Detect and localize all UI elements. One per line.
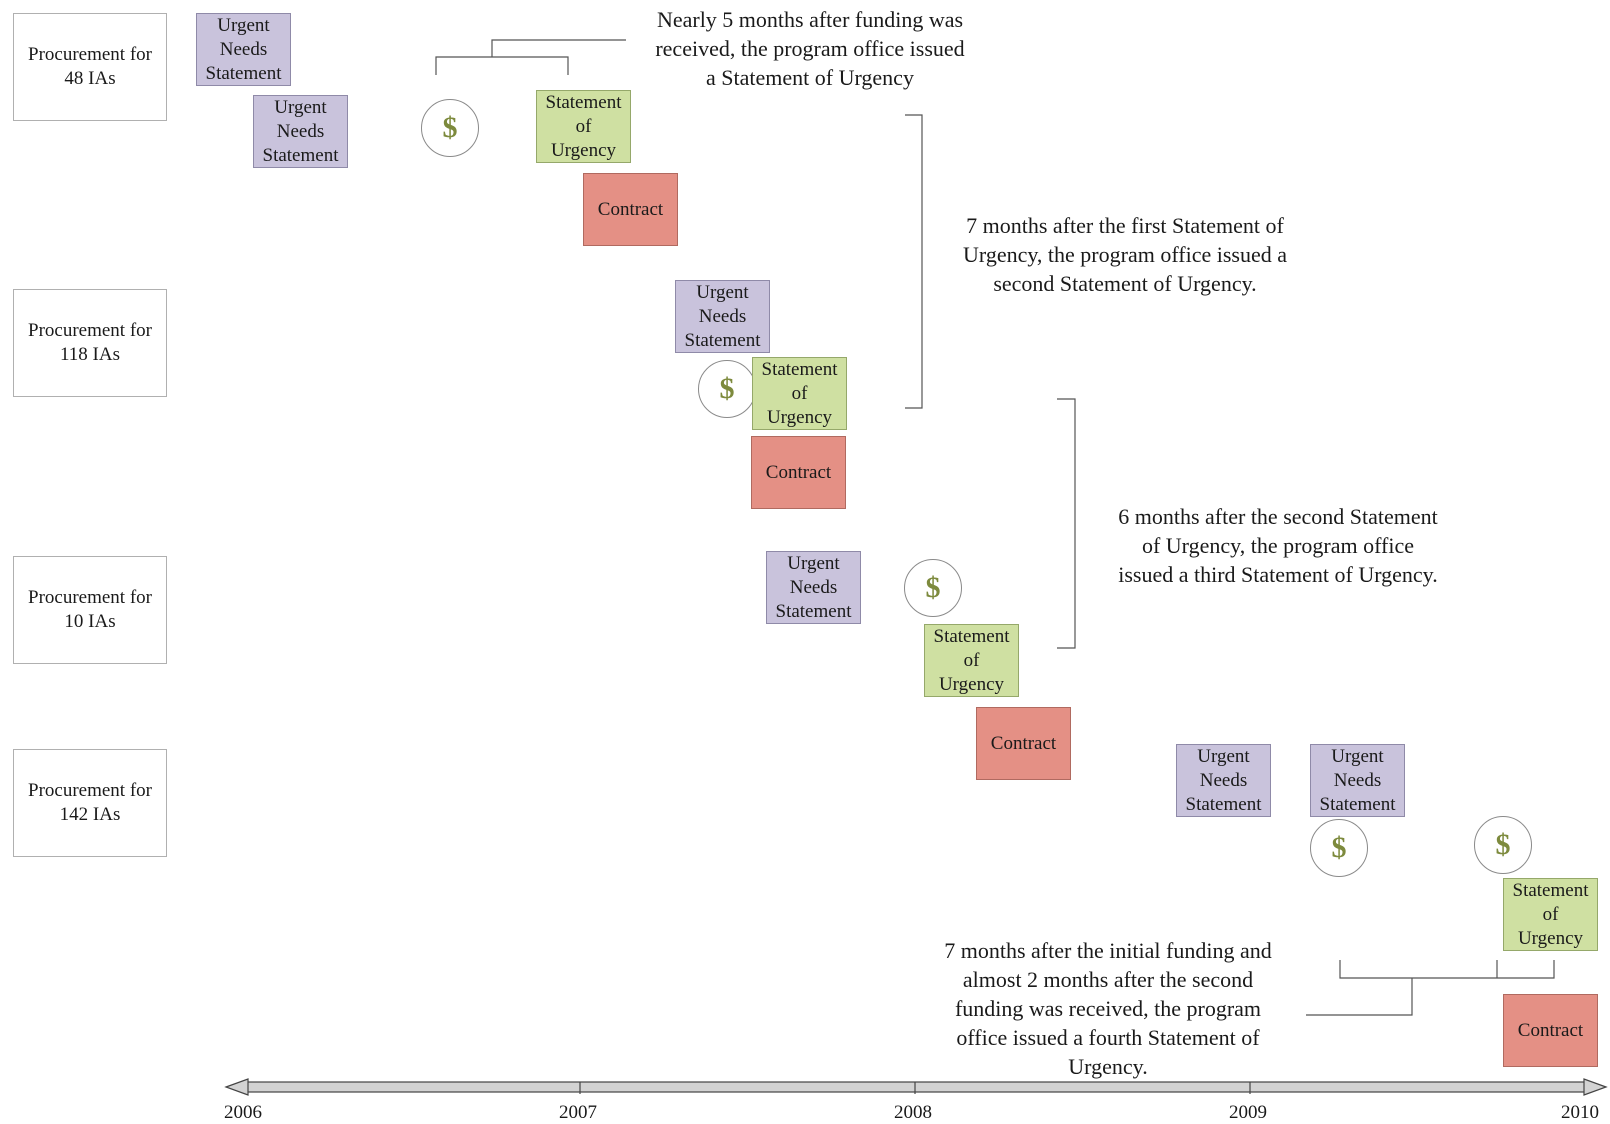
urgent-needs-statement-box: Urgent Needs Statement (253, 95, 348, 168)
funding-dollar-icon: $ (698, 360, 756, 418)
statement-of-urgency-box: Statement of Urgency (924, 624, 1019, 697)
row-label-142-ias: Procurement for 142 IAs (13, 749, 167, 857)
bracket-annotation-1-leader (491, 39, 626, 57)
row-label-10-ias: Procurement for 10 IAs (13, 556, 167, 664)
urgent-needs-statement-box: Urgent Needs Statement (766, 551, 861, 624)
contract-box: Contract (976, 707, 1071, 780)
bracket-annotation-4 (1339, 960, 1555, 979)
annotation-fourth-statement: 7 months after the initial funding and a… (944, 938, 1272, 1079)
funding-dollar-icon: $ (904, 559, 962, 617)
annotation-third-statement: 6 months after the second Statement of U… (1118, 504, 1438, 587)
statement-of-urgency-box: Statement of Urgency (536, 90, 631, 163)
row-label-48-ias: Procurement for 48 IAs (13, 13, 167, 121)
timeline-tick-label: 2008 (894, 1102, 932, 1123)
funding-dollar-icon: $ (421, 99, 479, 157)
urgent-needs-statement-box: Urgent Needs Statement (196, 13, 291, 86)
timeline-tick-label: 2010 (1561, 1102, 1599, 1123)
funding-dollar-icon: $ (1310, 819, 1368, 877)
funding-dollar-icon: $ (1474, 816, 1532, 874)
annotation-second-statement: 7 months after the first Statement of Ur… (963, 213, 1287, 296)
timeline-tick-label: 2007 (559, 1102, 597, 1123)
timeline-tick-label: 2006 (224, 1102, 262, 1123)
bracket-annotation-3 (1057, 398, 1076, 649)
row-label-118-ias: Procurement for 118 IAs (13, 289, 167, 397)
bracket-annotation-2 (905, 114, 923, 409)
urgent-needs-statement-box: Urgent Needs Statement (1310, 744, 1405, 817)
urgent-needs-statement-box: Urgent Needs Statement (675, 280, 770, 353)
statement-of-urgency-box: Statement of Urgency (752, 357, 847, 430)
contract-box: Contract (583, 173, 678, 246)
contract-box: Contract (1503, 994, 1598, 1067)
annotation-first-statement: Nearly 5 months after funding was receiv… (655, 7, 965, 90)
statement-of-urgency-box: Statement of Urgency (1503, 878, 1598, 951)
contract-box: Contract (751, 436, 846, 509)
bracket-annotation-1 (435, 56, 569, 75)
bracket-annotation-4-leader (1306, 978, 1413, 1016)
timeline-bar (224, 1078, 1608, 1096)
urgent-needs-statement-box: Urgent Needs Statement (1176, 744, 1271, 817)
timeline-tick-label: 2009 (1229, 1102, 1267, 1123)
